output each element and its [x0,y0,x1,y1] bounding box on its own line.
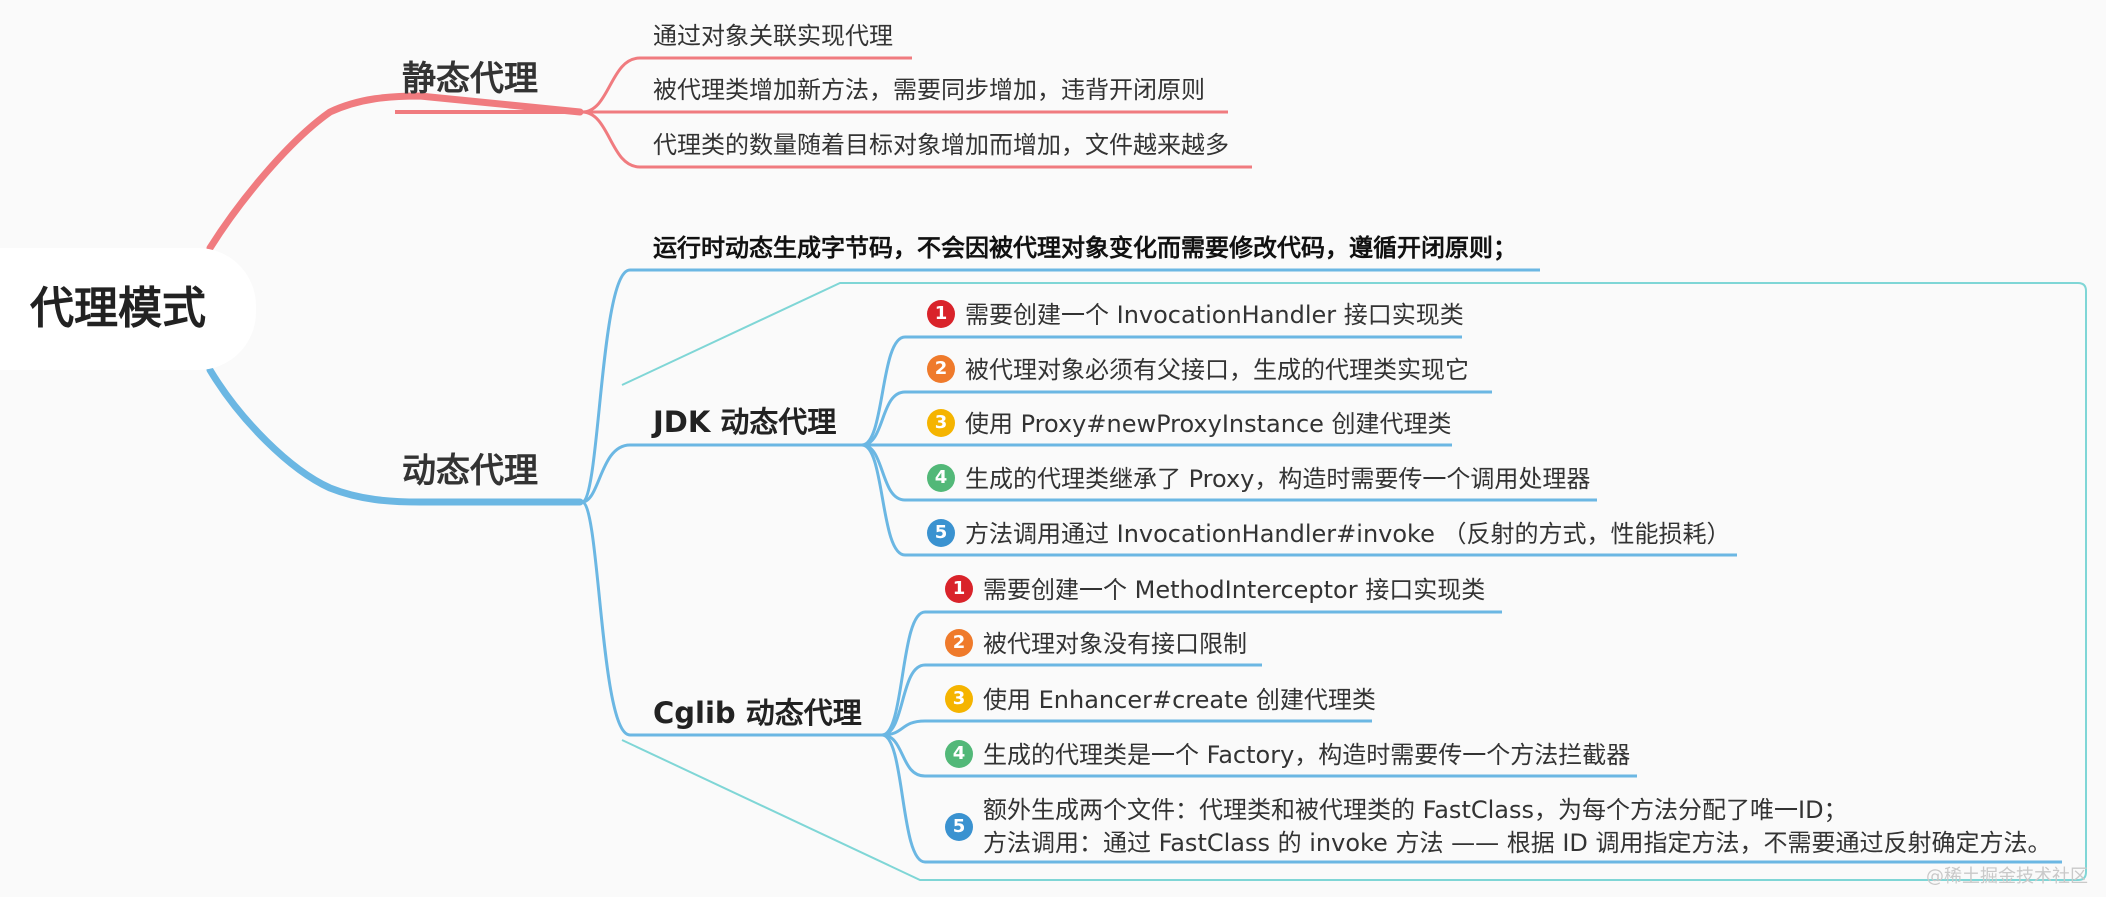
dynamic-proxy-title[interactable]: 动态代理 [402,451,538,491]
jdk-item-1-connector [861,335,1462,447]
dynamic-frame [621,282,2087,881]
cglib-item-1[interactable]: 1 需要创建一个 MethodInterceptor 接口实现类 [945,575,1485,605]
number-badge-icon: 4 [945,740,973,768]
root-node[interactable] [0,248,256,370]
number-badge-icon: 5 [927,519,955,547]
jdk-item-3-text: 使用 Proxy#newProxyInstance 创建代理类 [965,410,1452,438]
root-to-static-connector [206,92,584,252]
jdk-item-2-text: 被代理对象必须有父接口，生成的代理类实现它 [965,356,1469,384]
cglib-item-2-text: 被代理对象没有接口限制 [983,630,1247,658]
number-badge-icon: 3 [945,685,973,713]
jdk-item-2[interactable]: 2 被代理对象必须有父接口，生成的代理类实现它 [927,355,1469,385]
dynamic-jdk-connector [581,443,862,504]
jdk-item-2-connector [861,390,1492,447]
cglib-item-5[interactable]: 5 额外生成两个文件：代理类和被代理类的 FastClass，为每个方法分配了唯… [945,794,2052,860]
cglib-item-2-connector [881,663,1262,737]
number-badge-icon: 3 [927,409,955,437]
cglib-item-4[interactable]: 4 生成的代理类是一个 Factory，构造时需要传一个方法拦截器 [945,740,1630,770]
cglib-item-2[interactable]: 2 被代理对象没有接口限制 [945,629,1247,659]
cglib-item-3[interactable]: 3 使用 Enhancer#create 创建代理类 [945,685,1376,715]
static-point-1[interactable]: 通过对象关联实现代理 [653,22,893,50]
dynamic-summary[interactable]: 运行时动态生成字节码，不会因被代理对象变化而需要修改代码，遵循开闭原则； [653,234,1517,262]
number-badge-icon: 2 [927,355,955,383]
number-badge-icon: 5 [945,813,973,841]
static-point-3[interactable]: 代理类的数量随着目标对象增加而增加，文件越来越多 [653,131,1229,159]
cglib-item-4-connector [881,733,1637,778]
static-proxy-title[interactable]: 静态代理 [402,59,538,99]
jdk-item-5[interactable]: 5 方法调用通过 InvocationHandler#invoke （反射的方式… [927,519,1731,549]
cglib-item-4-text: 生成的代理类是一个 Factory，构造时需要传一个方法拦截器 [983,741,1631,769]
dynamic-summary-connector [580,268,1540,504]
static-leaf-1-connector [581,56,912,114]
cglib-proxy-title[interactable]: Cglib 动态代理 [653,696,862,730]
cglib-item-5-connector [881,733,2062,864]
cglib-item-3-connector [881,719,1372,737]
jdk-item-5-connector [861,443,1737,557]
number-badge-icon: 2 [945,629,973,657]
cglib-item-3-text: 使用 Enhancer#create 创建代理类 [983,686,1376,714]
jdk-item-1[interactable]: 1 需要创建一个 InvocationHandler 接口实现类 [927,300,1464,330]
root-to-dynamic-connector [206,366,584,506]
watermark: @稀土掘金技术社区 [1926,866,2088,887]
cglib-item-1-text: 需要创建一个 MethodInterceptor 接口实现类 [983,576,1486,604]
static-leaf-3-connector [581,110,1252,169]
jdk-item-3[interactable]: 3 使用 Proxy#newProxyInstance 创建代理类 [927,409,1452,439]
jdk-item-5-text: 方法调用通过 InvocationHandler#invoke （反射的方式，性… [965,520,1731,548]
jdk-item-1-text: 需要创建一个 InvocationHandler 接口实现类 [965,301,1464,329]
cglib-item-5-text: 额外生成两个文件：代理类和被代理类的 FastClass，为每个方法分配了唯一I… [983,796,2052,857]
number-badge-icon: 4 [927,464,955,492]
root-label: 代理模式 [30,283,206,334]
cglib-item-1-connector [881,610,1502,737]
static-point-2[interactable]: 被代理类增加新方法，需要同步增加，违背开闭原则 [653,76,1205,104]
jdk-proxy-title[interactable]: JDK 动态代理 [653,405,837,439]
number-badge-icon: 1 [945,575,973,603]
jdk-item-4[interactable]: 4 生成的代理类继承了 Proxy，构造时需要传一个调用处理器 [927,464,1590,494]
dynamic-cglib-connector [580,500,882,737]
jdk-item-4-text: 生成的代理类继承了 Proxy，构造时需要传一个调用处理器 [965,465,1591,493]
number-badge-icon: 1 [927,300,955,328]
